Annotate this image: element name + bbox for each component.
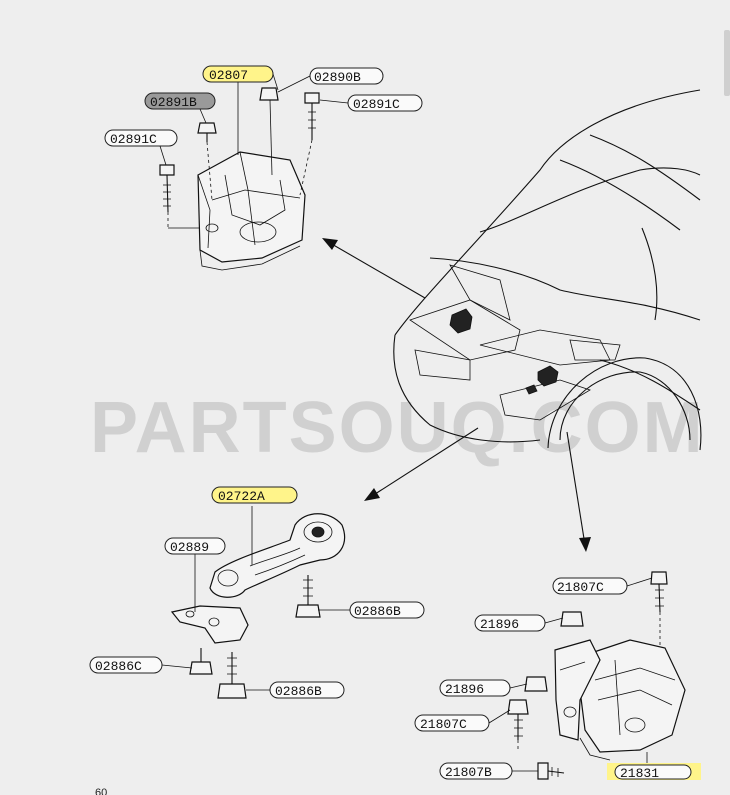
torque-rod-assembly [170,506,346,699]
callout-21831[interactable]: 21831 [607,763,701,781]
callout-02807[interactable]: 02807 [202,65,274,83]
watermark: PARTSOUQ.COM [90,388,705,468]
svg-text:21896: 21896 [480,617,519,632]
callout-02886B-a[interactable]: 02886B [349,601,425,619]
svg-text:21896: 21896 [445,682,484,697]
svg-text:21807B: 21807B [445,765,492,780]
svg-text:21807C: 21807C [420,717,467,732]
nut-icon [560,611,584,627]
svg-text:02886B: 02886B [354,604,401,619]
callout-21896-mid[interactable]: 21896 [439,679,511,697]
engine-mount-assembly [159,82,320,271]
callout-02886C[interactable]: 02886C [89,656,163,674]
pointer-arrows [322,238,591,552]
callout-02890B[interactable]: 02890B [309,67,384,85]
mount-marker-lower [537,365,559,387]
svg-text:02890B: 02890B [314,70,361,85]
bolt-icon [295,575,321,618]
transmission-mount-assembly [507,571,686,780]
svg-text:02886C: 02886C [95,659,142,674]
mount-marker-upper [449,308,473,334]
footer-text: 60 [95,787,107,795]
nut-icon [197,122,217,142]
callout-21807C-mid[interactable]: 21807C [414,714,490,732]
callout-02891C-right[interactable]: 02891C [347,94,423,112]
svg-text:02807: 02807 [209,68,248,83]
callout-02886B-b[interactable]: 02886B [269,681,345,699]
callout-02722A[interactable]: 02722A [211,486,298,504]
callout-02891C-left[interactable]: 02891C [104,129,178,147]
vehicle-outline [393,89,702,451]
callout-02891B[interactable]: 02891B [144,92,216,110]
svg-text:02889: 02889 [170,540,209,555]
svg-text:02722A: 02722A [218,489,265,504]
svg-text:02886B: 02886B [275,684,322,699]
svg-text:02891B: 02891B [150,95,197,110]
bolt-icon [189,648,213,675]
callout-21807C-top[interactable]: 21807C [552,577,628,595]
bolt-icon [537,762,565,780]
nut-icon [259,87,279,101]
bolt-icon [304,92,320,140]
scrollbar[interactable] [724,30,730,96]
callout-21807B[interactable]: 21807B [439,762,513,780]
bolt-icon [507,699,529,740]
svg-text:21831: 21831 [620,766,659,781]
callout-02889[interactable]: 02889 [164,537,226,555]
nut-icon [524,676,548,692]
bolt-icon [650,571,668,613]
bolt-icon [159,164,175,213]
callout-21896-top[interactable]: 21896 [474,614,546,632]
svg-text:02891C: 02891C [353,97,400,112]
svg-text:02891C: 02891C [110,132,157,147]
svg-text:21807C: 21807C [557,580,604,595]
bolt-icon [217,652,247,699]
